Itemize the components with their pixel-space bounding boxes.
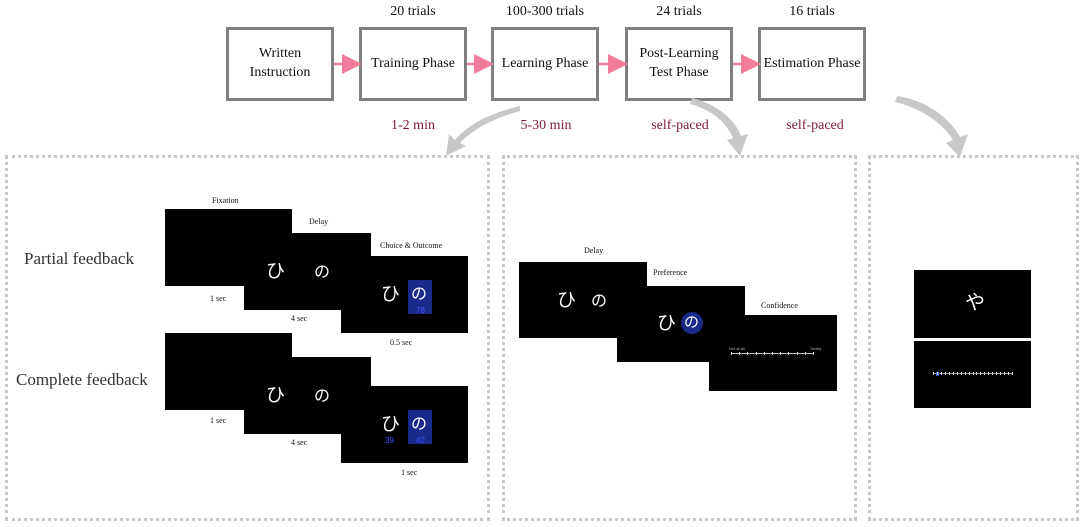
stimulus-glyph: の [411, 414, 428, 433]
scale-tick [731, 352, 732, 355]
trial-count-estimation: 16 trials [789, 4, 835, 19]
screen-label-preference: Preference [653, 268, 688, 277]
scale-tick [788, 352, 790, 355]
phase-box-written-instruction: Written Instruction [226, 27, 334, 101]
scale-tick [780, 352, 782, 355]
phase-box-post-learning: Post-Learning Test Phase [625, 27, 733, 101]
stimulus-glyph: ひ [266, 260, 286, 282]
preference-highlight [681, 312, 703, 334]
scale-tick [739, 352, 741, 355]
stimulus-glyph: ひ [557, 289, 577, 311]
stimulus-glyph: の [411, 284, 428, 303]
test-phase-panel [502, 155, 857, 521]
curved-arrow-icon [895, 96, 968, 157]
choice-highlight [408, 410, 432, 444]
scale-tick [944, 372, 946, 375]
stimulus-glyph: ひ [657, 312, 677, 334]
trial-count-learning: 100-300 trials [505, 4, 585, 19]
scale-tick [804, 352, 806, 355]
screen-label-confidence: Confidence [761, 301, 798, 310]
phase-label: Test Phase [649, 65, 709, 80]
estimation-stimulus-screen: や [914, 270, 1031, 338]
phase-label: Written [258, 46, 302, 62]
scale-tick [956, 372, 958, 375]
scale-max-label: Totally [810, 346, 822, 351]
scale-tick [976, 372, 978, 375]
scale-tick [964, 372, 966, 375]
complete-feedback-label: Complete feedback [16, 370, 148, 389]
choice-outcome-screen: ひ の 39 42 [341, 386, 468, 463]
duration-estimation: self-paced [786, 118, 844, 133]
scale-tick [980, 372, 982, 375]
scale-tick [984, 372, 986, 375]
scale-tick [948, 372, 950, 375]
scale-tick [747, 352, 749, 355]
scale-tick [813, 352, 814, 355]
phase-box-training: Training Phase [359, 27, 467, 101]
time-label: 0.5 sec [390, 338, 413, 347]
stimulus-glyph: の [591, 291, 608, 310]
stimulus-glyph: ひ [381, 413, 401, 435]
stimulus-glyph: ひ [381, 283, 401, 305]
trial-count-training: 20 trials [390, 4, 436, 19]
estimation-scale-screen [914, 341, 1031, 408]
scale-tick [940, 372, 942, 375]
duration-learning: 5-30 min [520, 118, 572, 133]
trial-count-post-learning: 24 trials [656, 4, 702, 19]
curved-arrow-icon [690, 98, 748, 156]
scale-tick [952, 372, 954, 375]
choice-outcome-screen: ひ の 78 [341, 256, 468, 333]
scale-tick [992, 372, 994, 375]
screen-label-delay: Delay [309, 217, 329, 226]
duration-training: 1-2 min [391, 118, 435, 133]
scale-tick [763, 352, 765, 355]
duration-post-learning: self-paced [651, 118, 709, 133]
choice-highlight [408, 280, 432, 314]
scale-tick [1000, 372, 1002, 375]
scale-tick [1008, 372, 1010, 375]
flow-arrows [334, 54, 968, 157]
screen-label-fixation: Fixation [212, 196, 239, 205]
stimulus-glyph: の [314, 386, 331, 405]
estimation-phase-panel [868, 155, 1079, 521]
phase-box-estimation: Estimation Phase [758, 27, 866, 101]
scale-tick [960, 372, 962, 375]
phase-label: Estimation Phase [763, 55, 861, 71]
outcome-value: 39 [385, 436, 394, 445]
scale-tick [936, 372, 938, 375]
scale-tick [1004, 372, 1006, 375]
curved-arrow-icon [446, 106, 520, 156]
scale-tick [1012, 372, 1013, 375]
scale-tick [968, 372, 970, 375]
phase-label: Instruction [249, 65, 311, 80]
screen-label-choice-outcome: Choice & Outcome [380, 241, 443, 250]
stimulus-glyph: ひ [266, 384, 286, 406]
learning-phase-panel [5, 155, 490, 521]
scale-tick [755, 352, 757, 355]
outcome-value: 78 [416, 306, 425, 315]
time-label: 1 sec [210, 294, 227, 303]
scale-tick [972, 372, 974, 375]
phase-box-learning: Learning Phase [491, 27, 599, 101]
stimulus-glyph: の [314, 262, 331, 281]
scale-tick [796, 352, 798, 355]
stimulus-glyph: の [684, 313, 700, 331]
phase-label: Post-Learning [639, 46, 719, 62]
phase-label: Learning Phase [501, 55, 589, 71]
time-label: 1 sec [210, 416, 227, 425]
scale-tick [772, 352, 773, 355]
outcome-value: 42 [416, 436, 425, 445]
time-label: 4 sec [291, 314, 308, 323]
confidence-screen: Not at all Totally [709, 315, 837, 391]
scale-tick [988, 372, 990, 375]
time-label: 1 sec [401, 468, 418, 477]
phase-label: Training Phase [371, 55, 455, 71]
scale-min-label: Not at all [729, 346, 745, 351]
time-label: 4 sec [291, 438, 308, 447]
scale-tick [996, 372, 998, 375]
stimulus-glyph: や [965, 290, 985, 314]
screen-label-delay: Delay [584, 246, 604, 255]
scale-tick [933, 372, 934, 375]
partial-feedback-label: Partial feedback [24, 249, 134, 268]
